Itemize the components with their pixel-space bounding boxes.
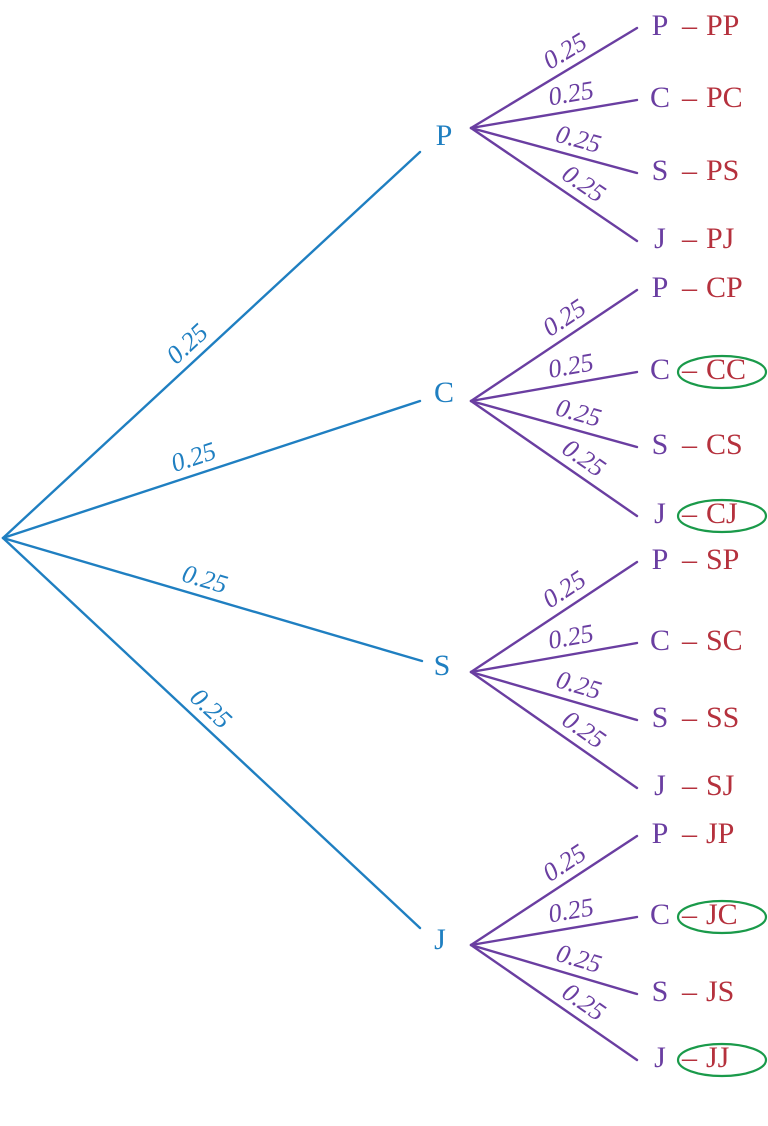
outcome-dash: – bbox=[681, 898, 698, 931]
highlight-ellipse bbox=[676, 899, 768, 935]
outcome-dash: – bbox=[681, 1041, 698, 1074]
second-level-probability: 0.25 bbox=[546, 348, 596, 384]
outcome-dash: – bbox=[681, 271, 698, 304]
outcome-letter: C bbox=[650, 624, 670, 657]
outcome-pair-label: CP bbox=[706, 271, 743, 304]
outcome-dash: – bbox=[681, 154, 698, 187]
highlight-ellipse bbox=[676, 498, 768, 534]
outcome-letter: C bbox=[650, 81, 670, 114]
outcome-letter: C bbox=[650, 353, 670, 386]
outcome-pair-label: CC bbox=[706, 353, 746, 386]
outcome-pair-label: JS bbox=[706, 975, 734, 1008]
first-level-branch-line bbox=[1, 536, 422, 930]
outcome-letter: P bbox=[652, 271, 669, 304]
outcome-dash: – bbox=[681, 353, 698, 386]
second-level-branch-line bbox=[469, 26, 639, 130]
outcome-pair-label: SS bbox=[706, 701, 739, 734]
second-level-probability: 0.25 bbox=[557, 705, 611, 755]
outcome-dash: – bbox=[681, 9, 698, 42]
outcome-dash: – bbox=[681, 428, 698, 461]
second-level-branch-line bbox=[469, 915, 639, 947]
second-level-probability: 0.25 bbox=[537, 838, 591, 887]
outcome-pair-label: SJ bbox=[706, 769, 735, 802]
outcome-dash: – bbox=[681, 222, 698, 255]
second-level-branch-line bbox=[469, 126, 639, 243]
second-level-branch-line bbox=[469, 399, 639, 518]
second-level-probability: 0.25 bbox=[546, 892, 596, 928]
second-level-branch-line bbox=[469, 98, 639, 130]
outcome-dash: – bbox=[681, 543, 698, 576]
first-level-node-label: C bbox=[434, 376, 454, 409]
outcome-pair-label: JP bbox=[706, 817, 734, 850]
first-level-probability: 0.25 bbox=[161, 318, 214, 370]
outcome-pair-label: PC bbox=[706, 81, 743, 114]
first-level-node-label: P bbox=[436, 119, 453, 152]
second-level-branch-line bbox=[469, 399, 639, 449]
first-level-node-label: S bbox=[434, 649, 451, 682]
second-level-branch-line bbox=[469, 670, 639, 722]
outcome-letter: J bbox=[654, 1041, 666, 1074]
outcome-letter: J bbox=[654, 769, 666, 802]
second-level-probability: 0.25 bbox=[537, 293, 591, 342]
second-level-branch-line bbox=[469, 126, 639, 175]
second-level-branch-line bbox=[469, 370, 639, 403]
outcome-letter: S bbox=[652, 154, 669, 187]
outcome-pair-label: SC bbox=[706, 624, 743, 657]
outcome-dash: – bbox=[681, 975, 698, 1008]
highlight-ellipse bbox=[676, 354, 768, 390]
outcome-pair-label: PJ bbox=[706, 222, 735, 255]
outcome-dash: – bbox=[681, 701, 698, 734]
outcome-pair-label: JJ bbox=[706, 1041, 730, 1074]
outcome-pair-label: CS bbox=[706, 428, 743, 461]
outcome-pair-label: PP bbox=[706, 9, 739, 42]
outcome-letter: S bbox=[652, 975, 669, 1008]
outcome-dash: – bbox=[681, 497, 698, 530]
outcome-letter: S bbox=[652, 701, 669, 734]
outcome-letter: C bbox=[650, 898, 670, 931]
first-level-branch-line bbox=[1, 150, 422, 540]
outcome-letter: P bbox=[652, 9, 669, 42]
outcome-dash: – bbox=[681, 624, 698, 657]
highlight-ellipse bbox=[676, 1042, 768, 1078]
second-level-branch-line bbox=[469, 943, 639, 996]
first-level-branch-line bbox=[1, 399, 422, 540]
outcome-pair-label: CJ bbox=[706, 497, 738, 530]
second-level-branch-line bbox=[469, 943, 639, 1062]
second-level-probability: 0.25 bbox=[553, 938, 605, 979]
second-level-probability: 0.25 bbox=[537, 565, 591, 614]
outcome-pair-label: SP bbox=[706, 543, 739, 576]
outcome-dash: – bbox=[681, 769, 698, 802]
outcome-dash: – bbox=[681, 817, 698, 850]
outcome-pair-label: JC bbox=[706, 898, 738, 931]
second-level-probability: 0.25 bbox=[557, 159, 611, 209]
outcome-letter: J bbox=[654, 497, 666, 530]
second-level-probability: 0.25 bbox=[546, 619, 596, 655]
first-level-branch-line bbox=[1, 536, 424, 663]
outcome-letter: P bbox=[652, 543, 669, 576]
outcome-pair-label: PS bbox=[706, 154, 739, 187]
second-level-branch-line bbox=[469, 560, 639, 674]
second-level-branch-line bbox=[469, 641, 639, 674]
outcome-letter: S bbox=[652, 428, 669, 461]
outcome-letter: J bbox=[654, 222, 666, 255]
second-level-probability: 0.25 bbox=[546, 75, 596, 111]
second-level-branch-line bbox=[469, 834, 639, 947]
outcome-letter: P bbox=[652, 817, 669, 850]
first-level-node-label: J bbox=[434, 923, 446, 956]
second-level-branch-line bbox=[469, 288, 639, 403]
second-level-branch-line bbox=[469, 670, 639, 790]
outcome-dash: – bbox=[681, 81, 698, 114]
second-level-probability: 0.25 bbox=[557, 433, 611, 483]
first-level-probability: 0.25 bbox=[167, 436, 219, 478]
first-level-probability: 0.25 bbox=[184, 682, 237, 734]
second-level-probability: 0.25 bbox=[538, 27, 592, 75]
